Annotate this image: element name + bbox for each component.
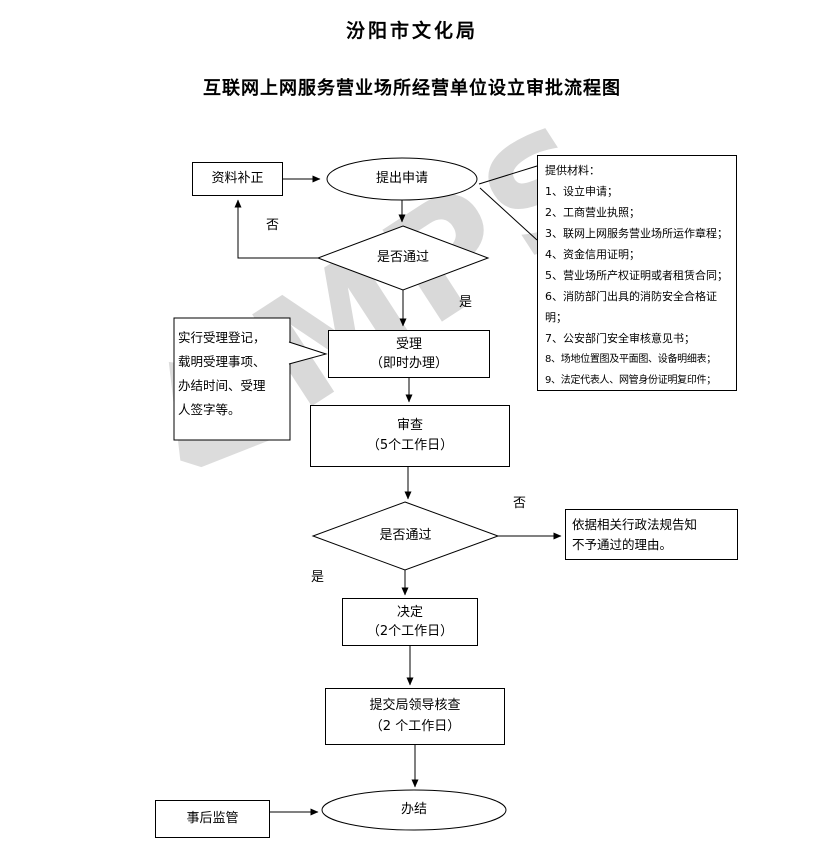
accept-callout-line: 载明受理事项、 [178,354,266,369]
node-finish-label: 办结 [400,801,427,817]
branch-label-yes-2: 是 [311,570,325,585]
node-pass1-label: 是否通过 [376,249,429,265]
materials-note: 提供材料： 1、设立申请； 2、工商营业执照； 3、联网上网服务营业场所运作章程… [537,155,737,391]
materials-title: 提供材料： [545,164,600,177]
node-review: 审查 （5个工作日） [310,405,510,467]
node-accept-line1: 受理 [395,336,422,352]
materials-item: 7、公安部门安全审核意见书； [545,332,695,345]
materials-item: 9、法定代表人、网管身份证明复印件； [545,375,716,386]
node-finish: 办结 [322,790,506,830]
node-reject-line1: 依据相关行政法规告知 [572,517,698,533]
node-submit-line1: 提交局领导核查 [369,698,461,714]
node-apply-label: 提出申请 [375,170,428,186]
node-reject: 依据相关行政法规告知 不予通过的理由。 [565,509,738,560]
node-decide: 决定 （2个工作日） [342,598,478,646]
node-apply: 提出申请 [327,158,477,200]
finish-ellipse [321,789,507,831]
pass1-diamond [316,225,490,291]
arrow-pass1-no-to-supplement [234,199,318,259]
node-decide-line1: 决定 [396,604,423,620]
apply-ellipse [326,157,478,201]
accept-callout-line: 实行受理登记， [178,330,266,345]
accept-callout-line: 人签字等。 [178,402,241,417]
branch-label-no-1: 否 [266,218,280,233]
node-pass2-label: 是否通过 [379,527,432,543]
branch-label-yes-1: 是 [459,295,473,310]
node-pass2: 是否通过 [313,502,498,570]
node-reject-line2: 不予通过的理由。 [572,536,673,552]
materials-item: 1、设立申请； [545,185,618,198]
node-submit: 提交局领导核查 （2 个工作日） [325,688,505,745]
node-review-line2: （5个工作日） [366,438,454,453]
node-decide-line2: （2个工作日） [366,624,454,639]
node-supervision: 事后监管 [155,800,270,838]
node-supervision-label: 事后监管 [186,810,239,826]
materials-item: 5、营业场所产权证明或者租赁合同； [545,269,728,282]
org-title: 汾阳市文化局 [345,20,478,42]
materials-item: 4、资金信用证明； [545,248,640,261]
pass2-diamond [311,501,500,571]
node-submit-line2: （2 个工作日） [369,718,461,734]
flowchart-title: 互联网上网服务营业场所经营单位设立审批流程图 [203,78,621,99]
connector-materials-bottom [479,187,538,241]
materials-item: 2、工商营业执照； [545,206,640,219]
accept-callout: 实行受理登记， 载明受理事项、 办结时间、受理 人签字等。 [178,326,288,422]
node-supplement-label: 资料补正 [211,170,264,186]
accept-callout-line: 办结时间、受理 [178,378,266,393]
materials-item: 3、联网上网服务营业场所运作章程； [545,227,728,240]
materials-item: 8、场地位置图及平面图、设备明细表； [545,354,716,365]
node-review-line1: 审查 [396,417,423,433]
node-accept-line2: （即时办理） [369,356,448,371]
materials-item: 6、消防部门出具的消防安全合格证明； [545,290,717,324]
connector-materials-top [478,165,538,185]
branch-label-no-2: 否 [513,496,527,511]
node-accept: 受理 （即时办理） [328,330,490,378]
callout-pointer [288,341,328,365]
node-pass1: 是否通过 [318,226,488,290]
node-supplement: 资料补正 [192,162,283,196]
